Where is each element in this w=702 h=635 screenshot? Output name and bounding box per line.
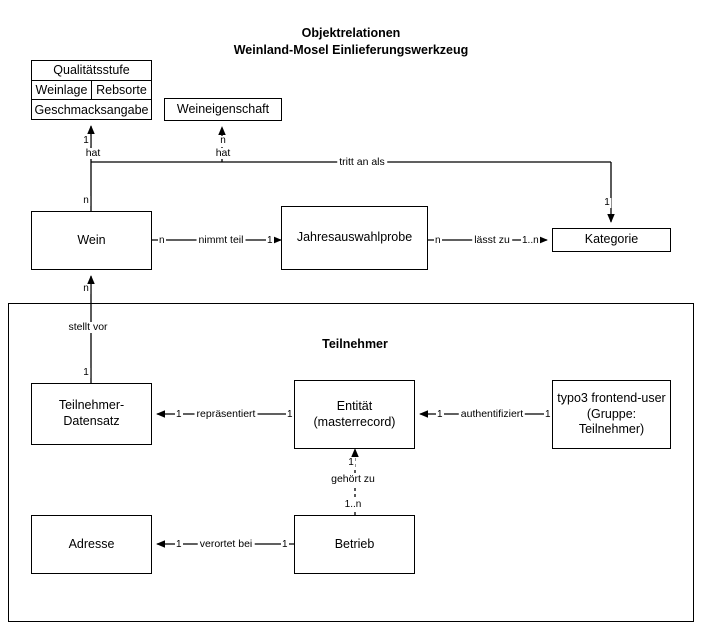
relation-label-hat-qualitaet: hat	[83, 147, 103, 159]
entity-wein-attributes[interactable]: Qualitätsstufe Weinlage Rebsorte Geschma…	[31, 60, 152, 120]
group-teilnehmer-label: Teilnehmer	[322, 337, 388, 351]
relation-label-hat-eigenschaft: hat	[213, 147, 233, 159]
relation-label-repraesentiert: repräsentiert	[194, 408, 258, 420]
cardinality-hat-qualitaet-target: 1	[82, 135, 90, 146]
cardinality-laesst-zu-target: 1..n	[521, 235, 540, 246]
entity-betrieb[interactable]: Betrieb	[294, 515, 415, 574]
entity-kategorie[interactable]: Kategorie	[552, 228, 671, 252]
typo3-user-line2: (Gruppe: Teilnehmer)	[578, 406, 645, 437]
cardinality-verortet-bei-target: 1	[175, 539, 183, 550]
entity-entitaet-masterrecord[interactable]: Entität (masterrecord)	[294, 380, 415, 449]
table-row: Qualitätsstufe	[32, 61, 151, 81]
table-row: Geschmacksangabe	[32, 100, 151, 119]
cardinality-tritt-an-als-target: 1	[603, 197, 611, 208]
relation-label-laesst-zu: lässt zu	[472, 234, 512, 246]
page-title: Objektrelationen Weinland-Mosel Einliefe…	[0, 25, 702, 58]
entity-teilnehmer-datensatz[interactable]: Teilnehmer-Datensatz	[31, 383, 152, 445]
cardinality-nimmt-teil-target: 1	[266, 235, 274, 246]
page-title-line1: Objektrelationen	[301, 26, 401, 40]
cardinality-repraesentiert-source: 1	[286, 409, 294, 420]
entity-typo3-frontend-user[interactable]: typo3 frontend-user (Gruppe: Teilnehmer)	[552, 380, 671, 449]
cardinality-hat-qualitaet-source: n	[82, 195, 90, 206]
entity-adresse[interactable]: Adresse	[31, 515, 152, 574]
cardinality-stellt-vor-target: n	[82, 283, 90, 294]
cardinality-stellt-vor-source: 1	[82, 367, 90, 378]
cell-qualitaetsstufe[interactable]: Qualitätsstufe	[53, 63, 130, 78]
relation-label-gehoert-zu: gehört zu	[329, 473, 377, 485]
cardinality-hat-eigenschaft-target: n	[219, 135, 227, 146]
cell-geschmacksangabe[interactable]: Geschmacksangabe	[34, 102, 149, 117]
cardinality-nimmt-teil-source: n	[158, 235, 166, 246]
relation-label-tritt-an-als: tritt an als	[337, 156, 387, 168]
cardinality-gehoert-zu-target: 1	[347, 457, 355, 468]
relation-label-nimmt-teil: nimmt teil	[196, 234, 246, 246]
page-title-line2: Weinland-Mosel Einlieferungswerkzeug	[233, 42, 469, 57]
entity-wein[interactable]: Wein	[31, 211, 152, 270]
cell-rebsorte[interactable]: Rebsorte	[96, 83, 147, 97]
entity-jahresauswahlprobe[interactable]: Jahresauswahlprobe	[281, 206, 428, 270]
cardinality-laesst-zu-source: n	[434, 235, 442, 246]
table-row: Weinlage Rebsorte	[32, 80, 151, 101]
group-teilnehmer	[8, 303, 694, 622]
cardinality-repraesentiert-target: 1	[175, 409, 183, 420]
cell-weinlage[interactable]: Weinlage	[32, 80, 92, 100]
relation-label-verortet-bei: verortet bei	[197, 538, 255, 550]
cardinality-authentifiziert-target: 1	[436, 409, 444, 420]
cardinality-authentifiziert-source: 1	[544, 409, 552, 420]
cardinality-verortet-bei-source: 1	[281, 539, 289, 550]
cardinality-gehoert-zu-source: 1..n	[343, 499, 363, 510]
relation-label-authentifiziert: authentifiziert	[458, 408, 526, 420]
entity-weineigenschaft[interactable]: Weineigenschaft	[164, 98, 282, 121]
relation-label-stellt-vor: stellt vor	[66, 321, 110, 333]
typo3-user-line1: typo3 frontend-user	[557, 391, 666, 406]
